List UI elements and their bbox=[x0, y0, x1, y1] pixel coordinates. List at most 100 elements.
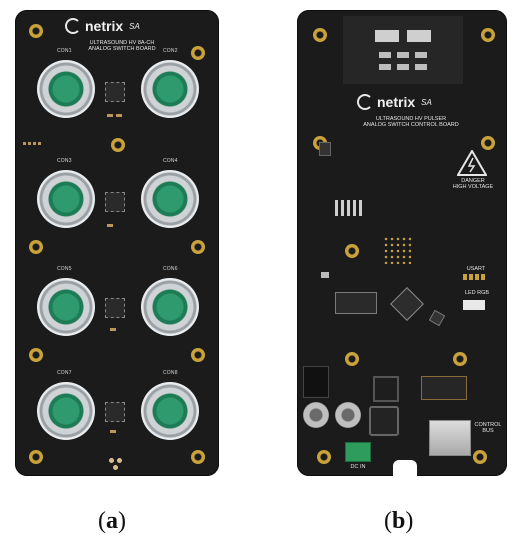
mounting-hole bbox=[345, 244, 359, 258]
mounting-hole bbox=[317, 450, 331, 464]
connector-label: CON4 bbox=[163, 158, 178, 164]
connector bbox=[141, 278, 199, 336]
netrix-logo-mark bbox=[357, 94, 373, 110]
caption-a: (a) bbox=[98, 508, 126, 535]
test-pad bbox=[23, 142, 26, 145]
danger-line2: HIGH VOLTAGE bbox=[452, 184, 494, 191]
dc-in-label: DC IN bbox=[350, 464, 366, 470]
mounting-hole bbox=[473, 450, 487, 464]
caption-b-close: ) bbox=[405, 508, 414, 534]
control-bus-ic bbox=[421, 376, 467, 400]
mounting-hole bbox=[191, 240, 205, 254]
test-pad bbox=[38, 142, 41, 145]
control-bus-line1: CONTROL bbox=[474, 422, 502, 428]
mounting-hole bbox=[481, 28, 495, 42]
switch-ic bbox=[105, 82, 125, 102]
board-b-subtitle-line1: ULTRASOUND HV PULSER bbox=[375, 116, 447, 122]
bottom-pad bbox=[117, 458, 122, 463]
electrolytic-capacitor bbox=[303, 402, 329, 428]
connector-label: CON6 bbox=[163, 266, 178, 272]
smd-component bbox=[107, 114, 113, 117]
mcu-pad-field bbox=[383, 236, 411, 264]
test-pad bbox=[33, 142, 36, 145]
board-a-subtitle: ULTRASOUND HV 8A-CH ANALOG SWITCH BOARD bbox=[77, 40, 167, 53]
caption-b-letter: b bbox=[392, 508, 406, 534]
mounting-hole bbox=[191, 450, 205, 464]
mounting-hole bbox=[481, 136, 495, 150]
mounting-hole bbox=[29, 450, 43, 464]
mounting-hole bbox=[29, 240, 43, 254]
connector-label: CON2 bbox=[163, 48, 178, 54]
danger-line1: DANGER bbox=[461, 178, 485, 184]
connector bbox=[141, 382, 199, 440]
netrix-logo: netrix SA bbox=[65, 18, 140, 34]
mounting-hole bbox=[29, 24, 43, 38]
connector bbox=[37, 60, 95, 118]
board-a-subtitle-line1: ULTRASOUND HV 8A-CH bbox=[89, 40, 155, 46]
transformer bbox=[375, 30, 399, 42]
component bbox=[321, 272, 329, 278]
resistor-array bbox=[335, 200, 363, 216]
mounting-hole bbox=[345, 352, 359, 366]
connector bbox=[141, 60, 199, 118]
netrix-logo: netrix SA bbox=[357, 94, 432, 110]
mounting-hole bbox=[191, 348, 205, 362]
analog-switch-board-photo: netrix SA ULTRASOUND HV 8A-CH ANALOG SWI… bbox=[15, 10, 219, 476]
caption-b: (b) bbox=[384, 508, 413, 535]
mounting-hole bbox=[29, 348, 43, 362]
mounting-hole bbox=[191, 46, 205, 60]
mounting-hole bbox=[313, 28, 327, 42]
resistor-bank bbox=[379, 64, 391, 70]
mounting-hole bbox=[111, 138, 125, 152]
inductor bbox=[373, 376, 399, 402]
smd-component bbox=[110, 328, 116, 331]
connector bbox=[141, 170, 199, 228]
board-b-subtitle-line2: ANALOG SWITCH CONTROL BOARD bbox=[363, 122, 459, 129]
connector bbox=[37, 278, 95, 336]
caption-a-close: ) bbox=[118, 508, 126, 534]
resistor-bank bbox=[415, 64, 427, 70]
board-notch bbox=[393, 460, 417, 476]
led-rgb-label: LED RGB bbox=[464, 290, 490, 296]
transistor bbox=[319, 142, 331, 156]
connector bbox=[37, 382, 95, 440]
logo-suffix: SA bbox=[421, 97, 432, 107]
logo-text: netrix bbox=[377, 94, 416, 110]
connector bbox=[37, 170, 95, 228]
switch-ic bbox=[105, 298, 125, 318]
small-ic bbox=[428, 309, 446, 327]
logo-text: netrix bbox=[85, 18, 124, 34]
board-a-subtitle-line2: ANALOG SWITCH BOARD bbox=[88, 46, 156, 53]
smd-component bbox=[110, 430, 116, 433]
electrolytic-capacitor bbox=[335, 402, 361, 428]
resistor-bank bbox=[415, 52, 427, 58]
transformer bbox=[407, 30, 431, 42]
pulser-area bbox=[343, 16, 463, 84]
connector-label: CON5 bbox=[57, 266, 72, 272]
test-pad bbox=[28, 142, 31, 145]
control-bus-label: CONTROL BUS bbox=[471, 422, 505, 435]
logo-suffix: SA bbox=[129, 21, 140, 31]
caption-a-letter: a bbox=[106, 508, 118, 534]
control-board-photo: netrix SA ULTRASOUND HV PULSER ANALOG SW… bbox=[297, 10, 507, 476]
usart-header bbox=[463, 274, 485, 280]
connector-label: CON1 bbox=[57, 48, 72, 54]
bottom-pad bbox=[109, 458, 114, 463]
resistor-bank bbox=[397, 64, 409, 70]
danger-label: DANGER HIGH VOLTAGE bbox=[445, 178, 501, 191]
smd-component bbox=[107, 224, 113, 227]
bottom-pad bbox=[113, 465, 118, 470]
connector-label: CON3 bbox=[57, 158, 72, 164]
switch-ic bbox=[105, 402, 125, 422]
control-bus-connector bbox=[429, 420, 471, 456]
power-module bbox=[303, 366, 329, 398]
usart-label: USART bbox=[466, 266, 486, 272]
dc-in-connector bbox=[345, 442, 371, 462]
netrix-logo-mark bbox=[65, 18, 81, 34]
caption-b-open: ( bbox=[384, 508, 392, 534]
header-connector bbox=[335, 292, 377, 314]
switch-ic bbox=[105, 192, 125, 212]
mounting-hole bbox=[453, 352, 467, 366]
control-bus-line2: BUS bbox=[482, 428, 494, 435]
microcontroller bbox=[390, 287, 424, 321]
